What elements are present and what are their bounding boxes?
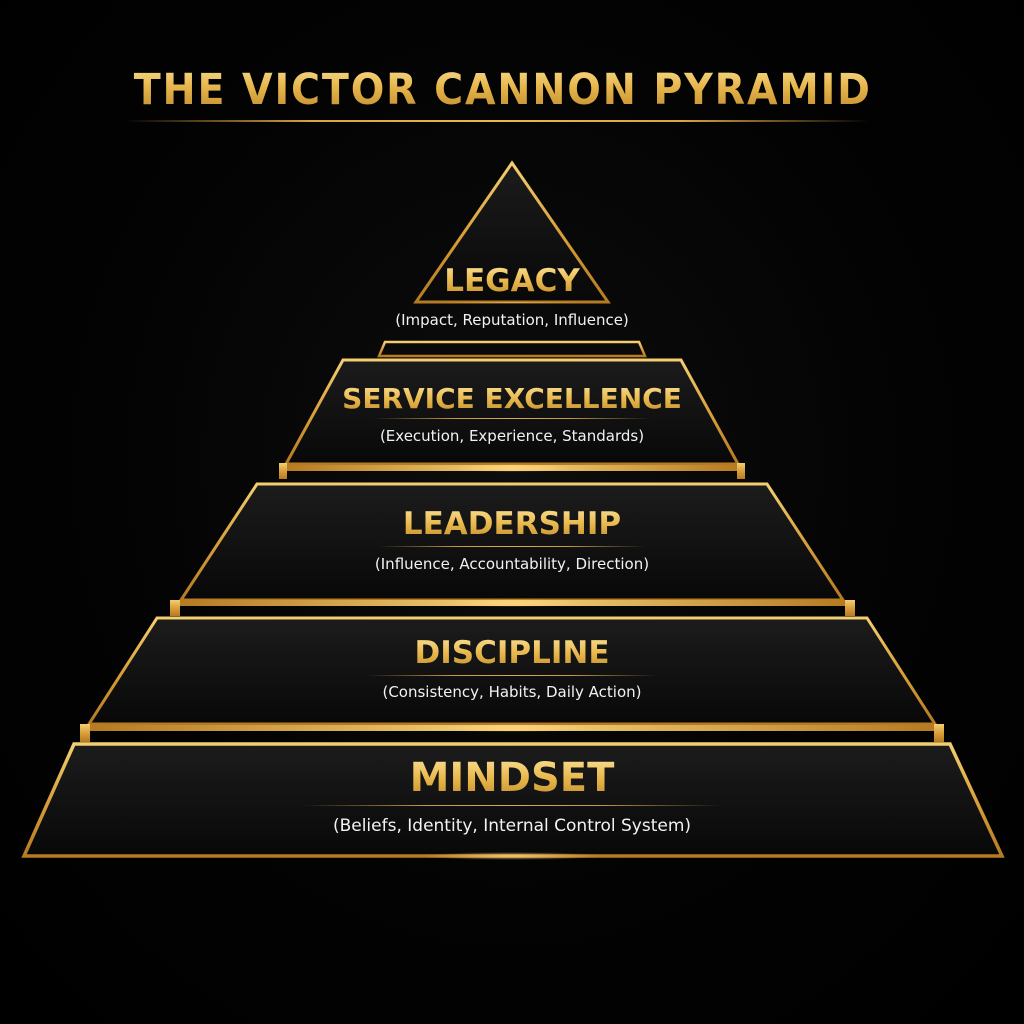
tier-legacy-title: LEGACY: [0, 262, 1024, 300]
tier-leadership-rule: [378, 546, 646, 547]
tier-discipline-rule: [366, 675, 658, 676]
tier-mindset-rule: [302, 805, 722, 806]
title-underline: [125, 120, 869, 122]
tier-service-excellence-details: (Execution, Experience, Standards): [379, 427, 645, 445]
tier-leadership-details: (Influence, Accountability, Direction): [374, 555, 650, 573]
tier-mindset-details: (Beliefs, Identity, Internal Control Sys…: [332, 816, 692, 836]
tier-discipline-shape: [80, 616, 944, 742]
tier-discipline-details: (Consistency, Habits, Daily Action): [382, 683, 642, 701]
ledge-1: [377, 340, 647, 358]
tier-legacy-details: (Impact, Reputation, Influence): [395, 311, 629, 329]
tier-leadership-shape: [170, 482, 855, 616]
tier-mindset-title: MINDSET: [0, 753, 1024, 803]
tier-service-excellence-title: SERVICE EXCELLENCE: [0, 381, 1024, 417]
tier-service-excellence-shape: [279, 358, 745, 479]
tier-leadership-title: LEADERSHIP: [0, 504, 1024, 544]
tier-legacy-rule: [440, 302, 584, 303]
tier-service-excellence-rule: [372, 418, 652, 419]
tier-mindset-shape: [21, 742, 1005, 860]
tier-discipline-title: DISCIPLINE: [0, 633, 1024, 673]
